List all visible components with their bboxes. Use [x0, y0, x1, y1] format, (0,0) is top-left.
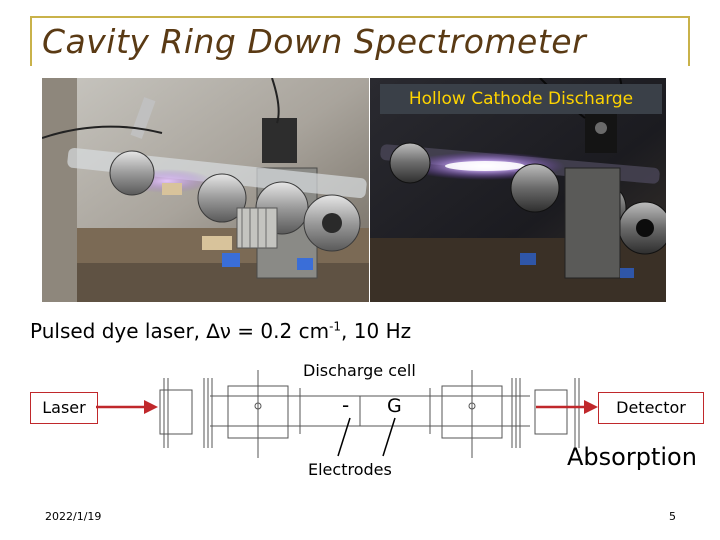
slide-title: Cavity Ring Down Spectrometer — [42, 22, 587, 61]
laser-spec-exponent: -1 — [329, 319, 342, 334]
frame-right-rule — [688, 16, 690, 66]
laser-spec-delta-nu: ∆ν — [206, 319, 231, 343]
apparatus-photo-lit — [42, 78, 369, 302]
frame-top-rule — [30, 16, 690, 18]
footer-page-number: 5 — [669, 510, 676, 523]
electrodes-label: Electrodes — [308, 460, 392, 479]
laser-beam-arrow-out — [536, 398, 598, 416]
laser-spec-prefix: Pulsed dye laser, — [30, 319, 207, 343]
detector-box: Detector — [598, 392, 704, 424]
photo-caption-hollow-cathode: Hollow Cathode Discharge — [380, 84, 662, 114]
ground-electrode-label: G — [387, 395, 402, 417]
discharge-cell-label: Discharge cell — [303, 361, 416, 380]
cell-schematic — [150, 370, 590, 460]
footer-date: 2022/1/19 — [45, 510, 102, 523]
minus-electrode-label: - — [342, 393, 350, 417]
absorption-label: Absorption — [567, 443, 697, 471]
laser-spec-middle: = 0.2 cm — [230, 319, 330, 343]
laser-beam-arrow-in — [96, 398, 158, 416]
laser-box: Laser — [30, 392, 98, 424]
frame-left-rule — [30, 16, 32, 66]
apparatus-photo-discharge — [370, 78, 666, 302]
laser-spec-suffix: , 10 Hz — [341, 319, 412, 343]
laser-spec-line: Pulsed dye laser, ∆ν = 0.2 cm-1, 10 Hz — [30, 319, 411, 343]
